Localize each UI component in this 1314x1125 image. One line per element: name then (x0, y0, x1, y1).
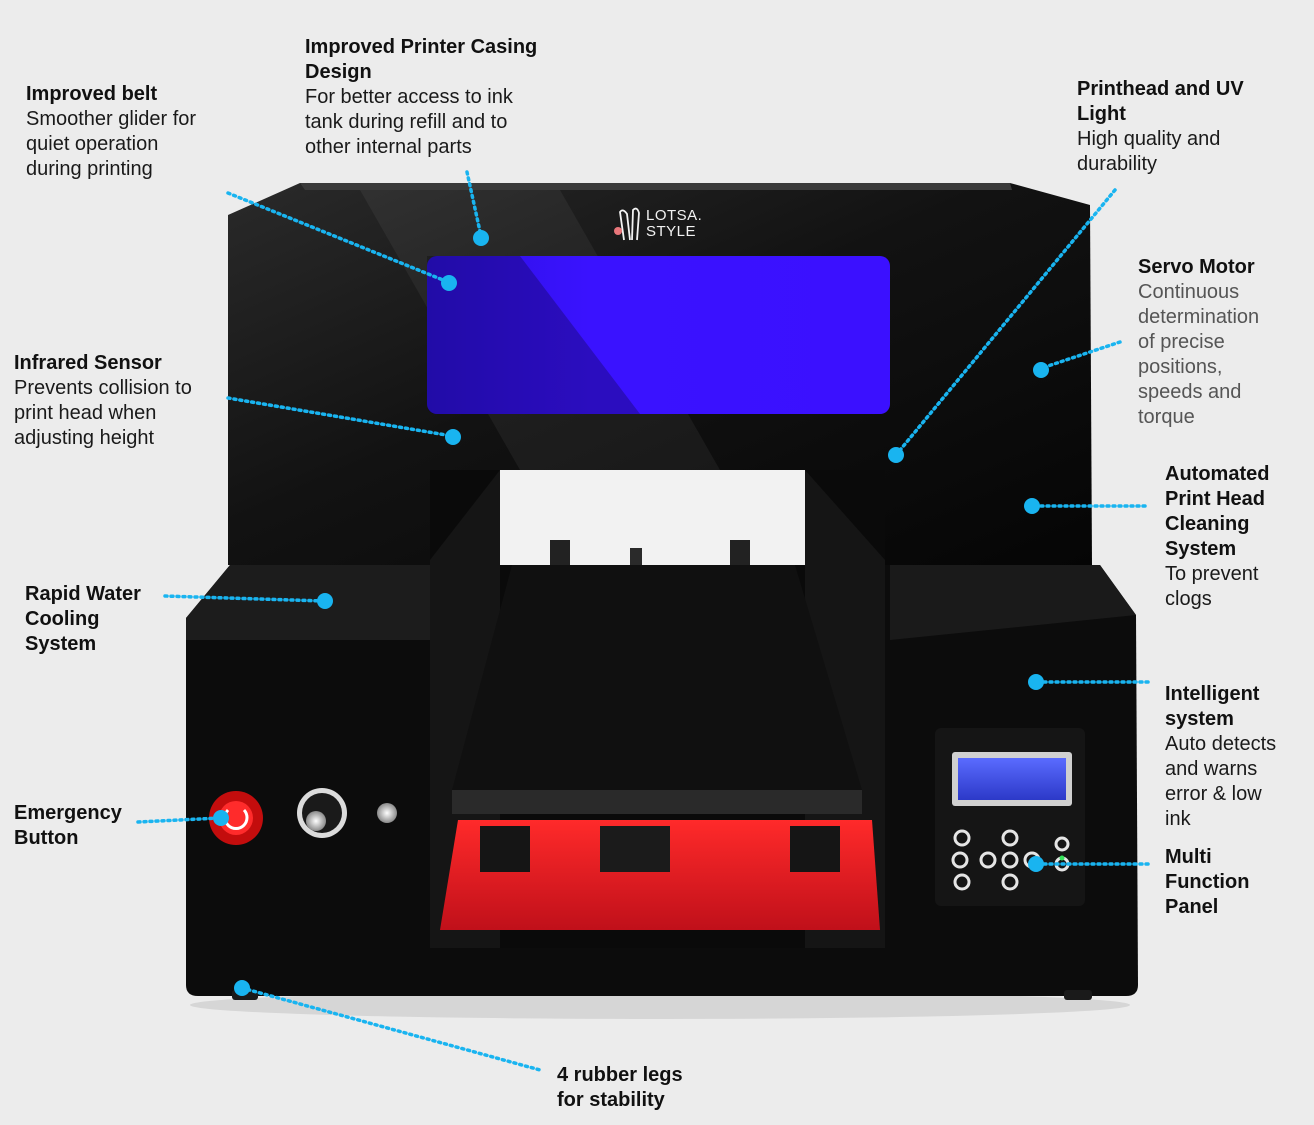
callout-title: Cooling (25, 608, 100, 630)
callout-dot (317, 593, 333, 609)
callout-title: Light (1077, 103, 1126, 125)
callout-desc: ink (1165, 808, 1191, 830)
callout-rubber-legs: 4 rubber legs for stability (557, 1063, 683, 1113)
callout-dot (1028, 674, 1044, 690)
callout-title: System (1165, 538, 1237, 560)
callout-title: 4 rubber legs (557, 1064, 683, 1086)
callout-desc: tank during refill and to (305, 111, 508, 133)
callout-desc: other internal parts (305, 136, 472, 158)
callout-dot (1024, 498, 1040, 514)
callout-emergency-button: Emergency Button (14, 801, 122, 851)
callout-infrared-sensor: Infrared Sensor Prevents collision to pr… (14, 351, 192, 451)
callout-title: Emergency (14, 802, 122, 824)
callout-title: Function (1165, 871, 1250, 893)
callout-title: Printhead and UV (1077, 78, 1244, 100)
callout-dot (441, 275, 457, 291)
callout-dot (473, 230, 489, 246)
callout-desc: speeds and (1138, 381, 1242, 403)
callout-title: Improved belt (26, 83, 158, 105)
callout-desc: and warns (1165, 758, 1258, 780)
callout-desc: Auto detects (1165, 733, 1277, 755)
indicator-light (377, 803, 397, 823)
lcd-screen (958, 758, 1066, 800)
callout-multi-function-panel: Multi Function Panel (1165, 845, 1249, 920)
callout-dot (234, 980, 250, 996)
callout-dot (445, 429, 461, 445)
brand-logo: LOTSA. STYLE (612, 208, 702, 240)
callout-title: Print Head (1165, 488, 1266, 510)
red-bed-frame (440, 820, 880, 930)
print-platform (452, 565, 862, 790)
callout-title: Intelligent (1165, 683, 1260, 705)
callout-title: Servo Motor (1138, 256, 1255, 278)
callout-auto-cleaning: Automated Print Head Cleaning System To … (1165, 462, 1269, 612)
callout-desc: of precise (1138, 331, 1225, 353)
callout-title: Automated (1165, 463, 1270, 485)
callout-desc: during printing (26, 158, 153, 180)
callout-desc: torque (1138, 406, 1195, 428)
callout-title: Multi (1165, 846, 1212, 868)
uv-window (427, 256, 890, 414)
rabbit-ears-logo-icon (614, 207, 640, 241)
callout-title: System (25, 633, 97, 655)
callout-title: system (1165, 708, 1234, 730)
callout-title: Button (14, 827, 79, 849)
callout-title: Infrared Sensor (14, 352, 162, 374)
callout-desc: determination (1138, 306, 1260, 328)
callout-desc: quiet operation (26, 133, 159, 155)
callout-desc: Smoother glider for (26, 108, 197, 130)
callout-desc: Prevents collision to (14, 377, 192, 399)
callout-dot (1028, 856, 1044, 872)
callout-dot (1033, 362, 1049, 378)
callout-water-cooling: Rapid Water Cooling System (25, 582, 141, 657)
floor-shadow (190, 991, 1130, 1019)
callout-desc: print head when (14, 402, 157, 424)
callout-title: Cleaning (1165, 513, 1250, 535)
brand-line-1: LOTSA. (646, 207, 703, 224)
callout-desc: High quality and (1077, 128, 1221, 150)
callout-title: Rapid Water (25, 583, 141, 605)
callout-desc: clogs (1165, 588, 1212, 610)
callout-desc: positions, (1138, 356, 1223, 378)
callout-improved-belt: Improved belt Smoother glider for quiet … (26, 82, 196, 182)
callout-desc: Continuous (1138, 281, 1240, 303)
callout-intelligent-system: Intelligent system Auto detects and warn… (1165, 682, 1276, 832)
callout-desc: For better access to ink (305, 86, 513, 108)
callout-desc: error & low (1165, 783, 1262, 805)
callout-desc: adjusting height (14, 427, 155, 449)
callout-desc: durability (1077, 153, 1158, 175)
callout-desc: To prevent (1165, 563, 1259, 585)
callout-title: Panel (1165, 896, 1219, 918)
callout-printer-casing: Improved Printer Casing Design For bette… (305, 35, 537, 160)
callout-title: Improved Printer Casing (305, 36, 538, 58)
callout-title: for stability (557, 1089, 665, 1111)
brand-line-2: STYLE (646, 223, 697, 240)
callout-title: Design (305, 61, 372, 83)
callout-dot (888, 447, 904, 463)
callout-printhead-uv: Printhead and UV Light High quality and … (1077, 77, 1244, 177)
callout-servo-motor: Servo Motor Continuous determination of … (1138, 255, 1259, 430)
callout-dot (213, 810, 229, 826)
